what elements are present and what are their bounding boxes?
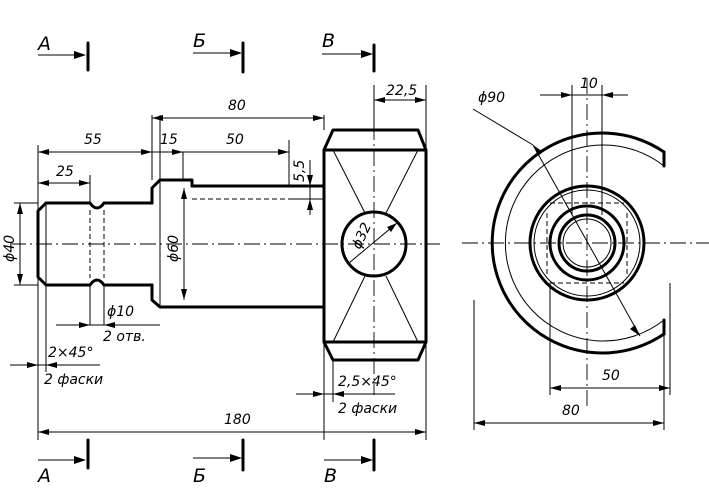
section-marks-bottom: А Б В (36, 438, 376, 487)
chamfer-2-5x45: 2,5×45° (338, 374, 397, 390)
section-label-v-bottom: В (324, 465, 337, 487)
dim-dia60: ϕ60 (166, 235, 182, 262)
dim-dia32: ϕ32 (349, 220, 375, 251)
dim-55: 55 (84, 132, 102, 148)
dim-50-top: 50 (226, 132, 244, 148)
inner-circle (548, 204, 626, 282)
core-circle (557, 213, 617, 273)
dim-180: 180 (224, 412, 251, 428)
front-view: ϕ40 ϕ60 ϕ32 80 55 15 50 (2, 83, 440, 440)
dim-15: 15 (160, 132, 178, 148)
dim-5-5: 5,5 (292, 160, 308, 182)
section-label-a-bottom: А (36, 465, 51, 487)
section-label-v-top: В (322, 30, 335, 52)
dim-22-5: 22,5 (386, 83, 417, 99)
chamfer-2x45: 2×45° (48, 345, 93, 361)
dim-80-side: 80 (562, 403, 580, 419)
section-label-a-top: А (36, 33, 51, 55)
middle-circle (528, 184, 646, 302)
dim-25: 25 (56, 164, 74, 180)
section-label-b-top: Б (193, 30, 206, 52)
section-label-b-bottom: Б (193, 465, 206, 487)
dim-10: 10 (580, 76, 598, 92)
dim-80-top: 80 (228, 98, 246, 114)
dim-dia10: ϕ10 (107, 304, 134, 320)
dim-dia40: ϕ40 (2, 235, 18, 262)
dim-50-side: 50 (602, 368, 620, 384)
chamfers-2-right: 2 фаски (338, 401, 397, 417)
holes-count: 2 отв. (103, 329, 146, 345)
middle-shaft-outline (150, 178, 326, 309)
section-marks-top: А Б В (36, 30, 376, 74)
outer-circle (490, 131, 666, 355)
side-view: ϕ90 10 50 80 (462, 76, 709, 430)
dim-dia90: ϕ90 (478, 90, 505, 106)
chamfers-2-left: 2 фаски (44, 372, 103, 388)
